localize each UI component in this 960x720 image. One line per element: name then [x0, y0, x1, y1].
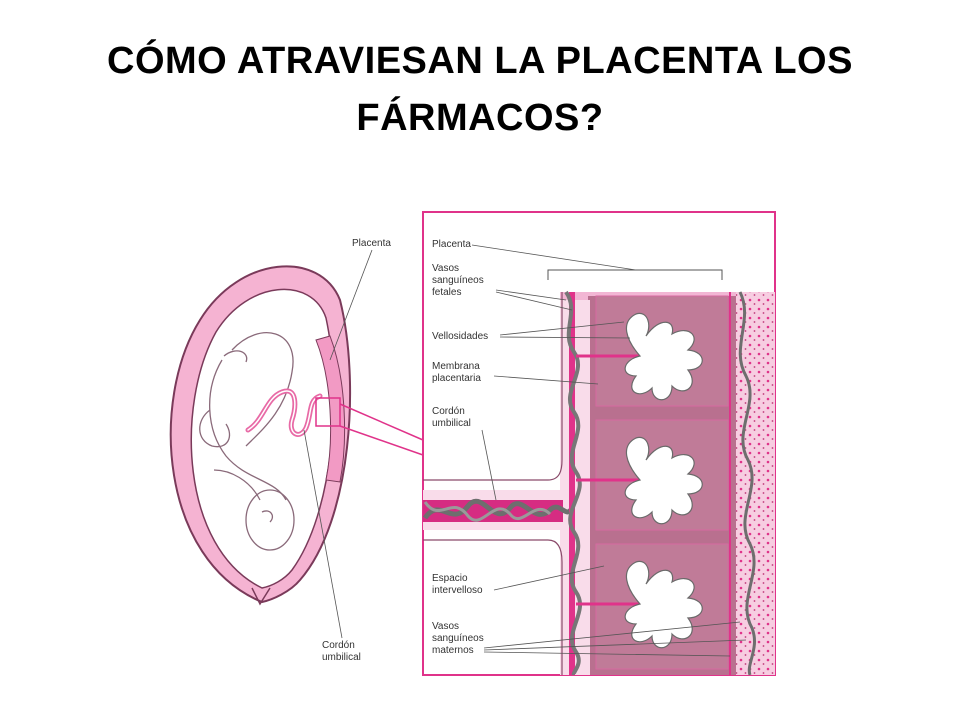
leader-cordon: [481, 429, 497, 501]
label-membrana-1: Membrana: [432, 361, 480, 372]
label-left-cordon-1: Cordón: [322, 640, 355, 651]
fetus-foot: [223, 350, 248, 363]
label-membrana-2: placentaria: [432, 373, 481, 384]
label-placenta: Placenta: [432, 239, 471, 250]
fetus-back: [231, 332, 294, 447]
zoom-connector-bottom: [339, 425, 424, 456]
fetus-leg: [199, 409, 231, 448]
cord-coiled-vessel-2: [423, 501, 552, 522]
magnified-labels: Placenta Vasos sanguíneos fetales Vellos…: [432, 239, 747, 657]
label-espacio-2: intervelloso: [432, 585, 483, 596]
magnified-view-content: [423, 290, 775, 675]
leader-left-placenta: [329, 249, 373, 361]
villous-tree-middle: [624, 436, 703, 525]
label-vasos-fetales-3: fetales: [432, 287, 461, 298]
leader-membrana: [493, 375, 599, 385]
label-left-placenta: Placenta: [352, 238, 391, 249]
slide-title-line-1: CÓMO ATRAVIESAN LA PLACENTA LOS: [107, 40, 853, 82]
leader-placenta: [471, 244, 637, 271]
uterus-inner-cavity: [190, 288, 335, 589]
maternal-decidua-dots: [736, 292, 775, 675]
slide-title-line-2: FÁRMACOS?: [356, 97, 604, 139]
fetus-head: [245, 489, 295, 551]
fetus-ear: [261, 510, 274, 523]
label-vasos-maternos-1: Vasos: [432, 621, 459, 632]
uterus-illustration: [169, 265, 424, 606]
leader-vasos-fetales-a: [495, 289, 567, 301]
zoom-region-marker: [315, 397, 341, 427]
label-espacio-1: Espacio: [432, 573, 468, 584]
villous-tree-bottom: [624, 560, 703, 649]
leader-vasos-maternos-a: [483, 621, 741, 649]
leader-vasos-maternos-b: [483, 639, 747, 651]
villous-tree-top: [624, 312, 703, 401]
label-vasos-maternos-2: sanguíneos: [432, 633, 484, 644]
label-vellosidades: Vellosidades: [432, 331, 488, 342]
label-cordon-1: Cordón: [432, 406, 465, 417]
umbilical-cord-edge: [247, 390, 321, 436]
leader-vasos-fetales-b: [495, 291, 573, 311]
fetal-side-outline-top: [423, 292, 563, 481]
label-vasos-maternos-3: maternos: [432, 645, 474, 656]
label-vasos-fetales-1: Vasos: [432, 263, 459, 274]
label-vasos-fetales-2: sanguíneos: [432, 275, 484, 286]
label-left-cordon-2: umbilical: [322, 652, 361, 663]
maternal-vessel: [738, 291, 756, 675]
leader-espacio: [493, 565, 605, 591]
placenta-band: [315, 335, 346, 483]
fetus-body: [209, 359, 287, 501]
leader-left-cordon: [303, 429, 343, 639]
fetal-vessel-gray: [564, 290, 583, 675]
leader-vellosidades-a: [499, 321, 625, 336]
leader-vasos-maternos-c: [483, 651, 731, 657]
label-cordon-2: umbilical: [432, 418, 471, 429]
fetus: [199, 332, 295, 551]
leader-vellosidades-b: [499, 336, 631, 339]
zoom-connector-top: [339, 403, 424, 441]
cervix: [251, 587, 271, 606]
fetal-side-outline-bottom: [423, 539, 563, 675]
